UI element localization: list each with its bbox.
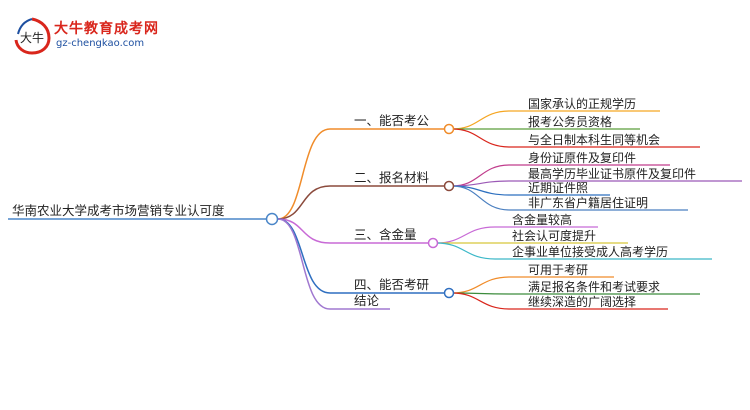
leaf-label[interactable]: 近期证件照 [528, 181, 588, 195]
branch-label-4[interactable]: 四、能否考研 [354, 277, 429, 292]
root-node-label[interactable]: 华南农业大学成考市场营销专业认可度 [12, 203, 225, 218]
site-logo[interactable]: 大牛 大牛教育成考网 gz-chengkao.com [12, 16, 162, 56]
connector-leaf [451, 185, 688, 211]
leaf-label[interactable]: 可用于考研 [528, 263, 588, 277]
branch-label-3[interactable]: 三、含金量 [354, 227, 417, 242]
branch-dot-3 [427, 237, 439, 249]
connector-leaf [451, 128, 700, 148]
connector-leaf [451, 110, 660, 130]
branch-label-2[interactable]: 二、报名材料 [354, 170, 430, 185]
connector-branch-3 [277, 218, 430, 244]
logo-url: gz-chengkao.com [56, 38, 145, 49]
branch-dot-2 [443, 180, 455, 192]
nodes: 华南农业大学成考市场营销专业认可度 一、能否考公 二、报名材料 三、含金量 四、… [12, 96, 696, 309]
root-node-dot [265, 212, 279, 226]
leaf-label[interactable]: 与全日制本科生同等机会 [528, 132, 660, 147]
leaf-label[interactable]: 含金量较高 [512, 212, 572, 227]
connector-branch-2 [277, 185, 446, 220]
branch-dot-1 [443, 123, 455, 135]
logo-mark-text: 大牛 [20, 30, 44, 45]
connector-branch-1 [277, 128, 446, 220]
connectors [8, 110, 742, 310]
branch-label-1[interactable]: 一、能否考公 [354, 113, 430, 128]
leaf-label[interactable]: 非广东省户籍居住证明 [528, 195, 648, 210]
connector-leaf [435, 242, 712, 260]
leaf-label[interactable]: 身份证原件及复印件 [528, 150, 636, 165]
leaf-label[interactable]: 最高学历毕业证书原件及复印件 [528, 166, 696, 181]
branch-dot-4 [443, 287, 455, 299]
connector-branch-5 [277, 218, 390, 310]
leaf-label[interactable]: 报考公务员资格 [528, 114, 612, 129]
leaf-label[interactable]: 满足报名条件和考试要求 [528, 279, 660, 294]
leaf-label[interactable]: 继续深造的广阔选择 [528, 294, 636, 309]
connector-leaf [451, 180, 742, 187]
branch-label-5[interactable]: 结论 [354, 293, 380, 308]
leaf-label[interactable]: 社会认可度提升 [512, 228, 596, 243]
logo-title: 大牛教育成考网 [54, 21, 159, 37]
logo-emblem-icon: 大牛 [14, 17, 51, 55]
leaf-label[interactable]: 企事业单位接受成人高考学历 [512, 244, 668, 259]
connector-leaf [451, 292, 668, 310]
leaf-label[interactable]: 国家承认的正规学历 [528, 96, 636, 111]
